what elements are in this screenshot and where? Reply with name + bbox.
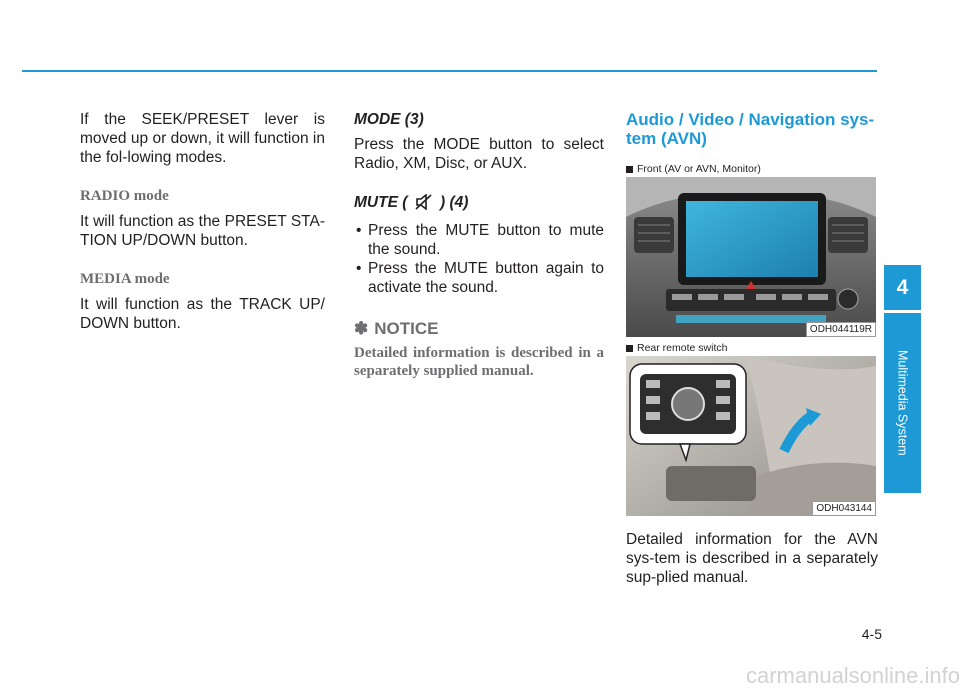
avn-body-text: Detailed information for the AVN sys-tem… xyxy=(626,531,878,586)
chapter-title: Multimedia System xyxy=(895,350,910,456)
section-title: Audio / Video / Navigation sys-tem (AVN) xyxy=(626,110,875,148)
mute-bullet-list: Press the MUTE button to mute the sound.… xyxy=(354,221,604,297)
chapter-number: 4 xyxy=(884,265,921,313)
column-2: MODE (3) Press the MODE button to select… xyxy=(354,110,604,380)
figure-front: Front (AV or AVN, Monitor) xyxy=(626,162,876,337)
radio-mode-heading: RADIO mode xyxy=(80,188,169,204)
mute-bullet-1: Press the MUTE button to mute the sound. xyxy=(354,221,604,259)
figure-front-image: ODH044119R xyxy=(626,177,876,337)
speaker-muted-icon xyxy=(414,193,434,215)
mute-heading: MUTE ( ) (4) xyxy=(354,193,604,215)
notice-heading: ✽ NOTICE xyxy=(354,319,604,338)
column-1: If the SEEK/PRESET lever is moved up or … xyxy=(80,110,325,333)
notice-symbol: ✽ xyxy=(354,319,369,338)
figure-rear: Rear remote switch xyxy=(626,341,876,516)
mode-text: Press the MODE button to select Radio, X… xyxy=(354,136,604,172)
watermark: carmanualsonline.info xyxy=(745,663,960,688)
column-3: Audio / Video / Navigation sys-tem (AVN)… xyxy=(626,110,878,587)
mute-heading-pre: MUTE ( xyxy=(354,194,408,211)
intro-text: If the SEEK/PRESET lever is moved up or … xyxy=(80,111,325,166)
mute-bullet-2: Press the MUTE button again to activate … xyxy=(354,259,604,297)
top-rule xyxy=(22,70,877,72)
figure-rear-code: ODH043144 xyxy=(812,501,876,516)
radio-mode-text: It will function as the PRESET STA-TION … xyxy=(80,213,325,249)
media-mode-heading: MEDIA mode xyxy=(80,271,170,287)
figure-rear-image: ODH043144 xyxy=(626,356,876,516)
square-bullet-icon xyxy=(626,166,633,173)
notice-heading-text: NOTICE xyxy=(374,319,439,338)
notice-text: Detailed information is described in a s… xyxy=(354,345,604,379)
square-bullet-icon xyxy=(626,345,633,352)
figure-rear-caption: Rear remote switch xyxy=(626,341,876,356)
figure-front-caption: Front (AV or AVN, Monitor) xyxy=(626,162,876,177)
media-mode-text: It will function as the TRACK UP/ DOWN b… xyxy=(80,296,325,332)
figure-front-code: ODH044119R xyxy=(805,322,876,337)
mute-heading-post: ) (4) xyxy=(440,194,469,211)
mode-heading: MODE (3) xyxy=(354,111,424,128)
page-number: 4-5 xyxy=(861,626,882,642)
